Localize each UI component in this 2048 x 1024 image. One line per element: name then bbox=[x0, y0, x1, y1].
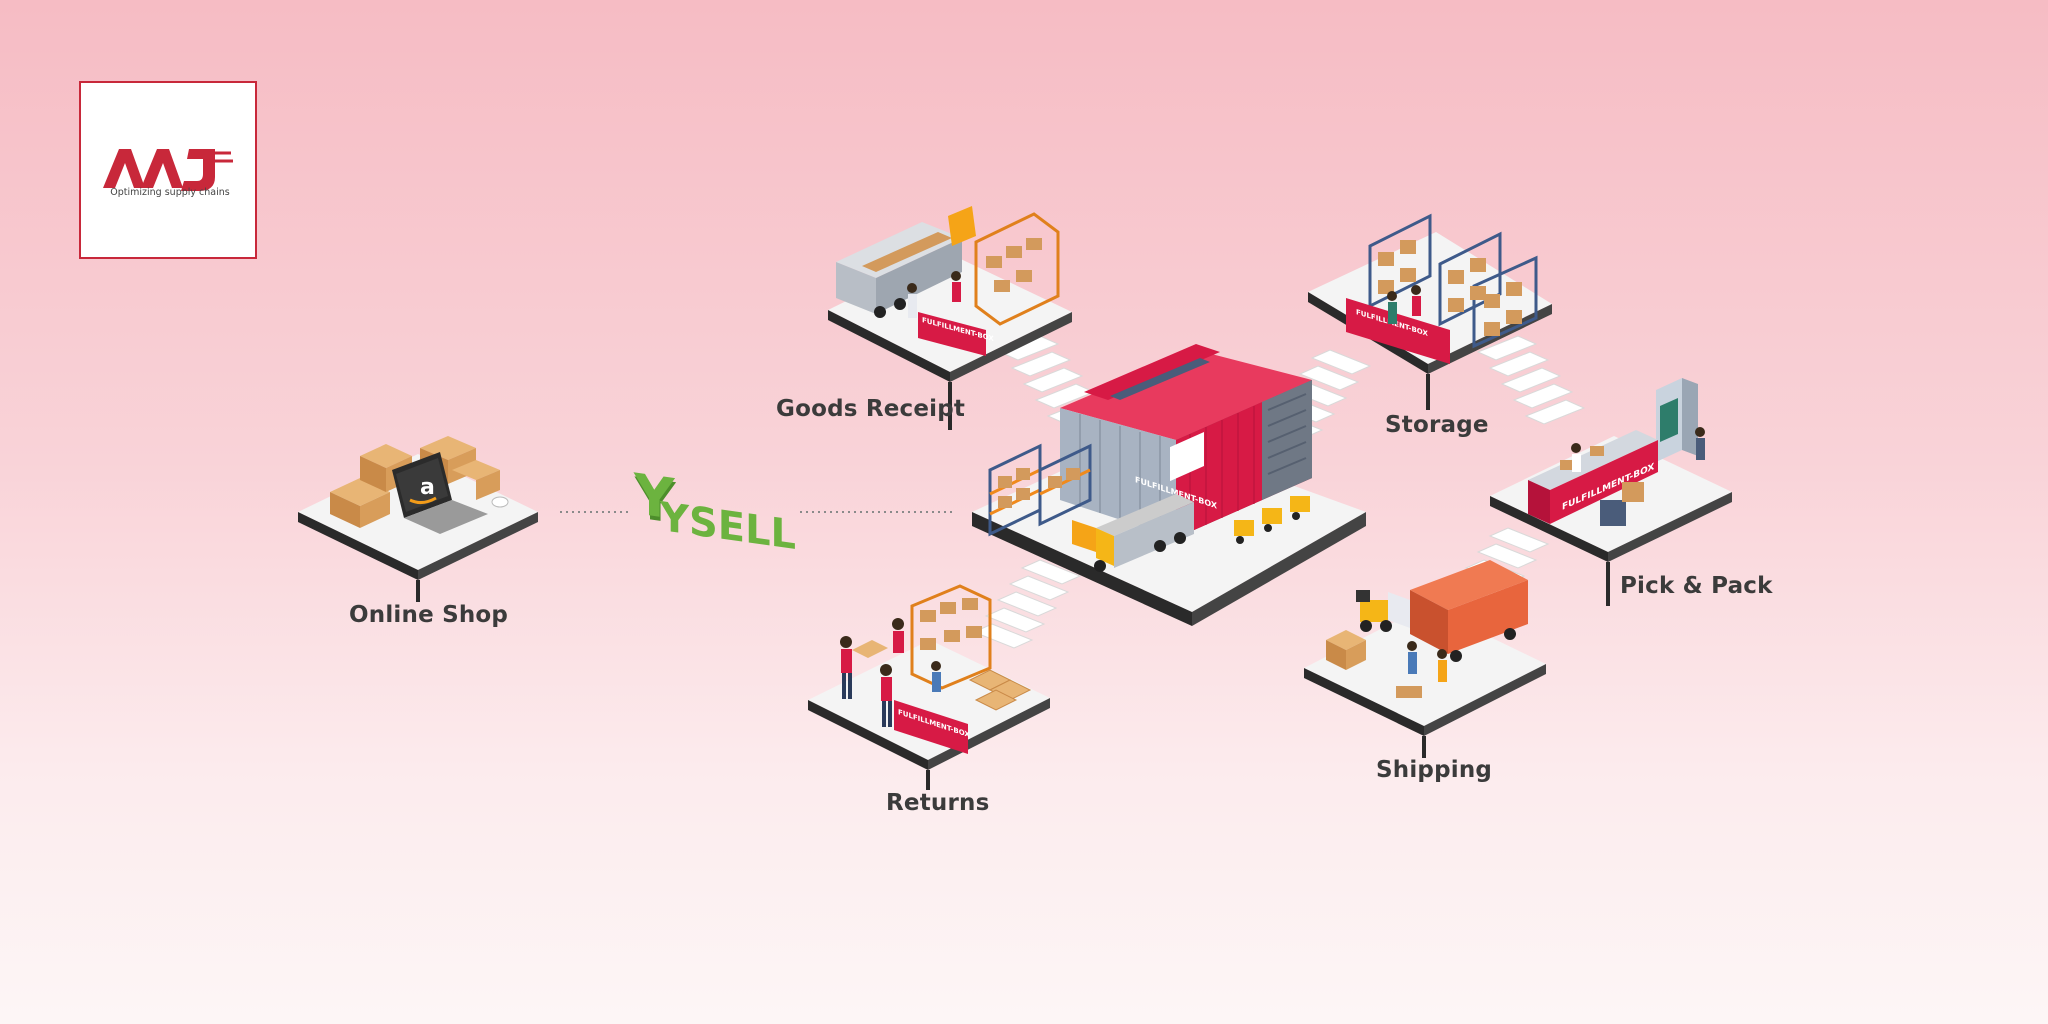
aaj-tagline: Optimizing supply chains bbox=[110, 187, 230, 198]
node-goods-receipt: FULFILLMENT-BOX bbox=[828, 206, 1072, 430]
label-storage: Storage bbox=[1385, 412, 1489, 438]
label-shipping: Shipping bbox=[1376, 757, 1493, 783]
node-shipping bbox=[1304, 560, 1546, 758]
label-pick-pack: Pick & Pack bbox=[1620, 573, 1773, 599]
node-returns: FULFILLMENT-BOX bbox=[808, 584, 1050, 790]
delivery-truck bbox=[1072, 494, 1194, 572]
ysell-logo: Y Y YSELL bbox=[633, 462, 796, 559]
svg-text:Y: Y bbox=[634, 466, 677, 537]
aaj-logo: Optimizing supply chains bbox=[79, 81, 257, 259]
label-online-shop: Online Shop bbox=[349, 602, 509, 628]
node-warehouse: FULFILLMENT-BOX bbox=[972, 344, 1366, 626]
label-goods-receipt: Goods Receipt bbox=[776, 396, 966, 422]
forklifts bbox=[1234, 496, 1310, 544]
node-storage: FULFILLMENT-BOX bbox=[1308, 213, 1552, 410]
ysell-wordmark: YSELL bbox=[659, 494, 796, 559]
warehouse-racks bbox=[988, 443, 1092, 537]
node-pick-pack: FULFILLMENT-BOX bbox=[1490, 378, 1732, 606]
laptop-icon: a bbox=[392, 452, 488, 534]
aaj-logo-mark bbox=[103, 149, 233, 191]
node-online-shop: a bbox=[298, 436, 538, 602]
laptop-badge: a bbox=[420, 475, 435, 500]
label-returns: Returns bbox=[886, 790, 990, 816]
stairs-storage-pick bbox=[1476, 335, 1586, 425]
svg-text:Y: Y bbox=[633, 462, 676, 533]
